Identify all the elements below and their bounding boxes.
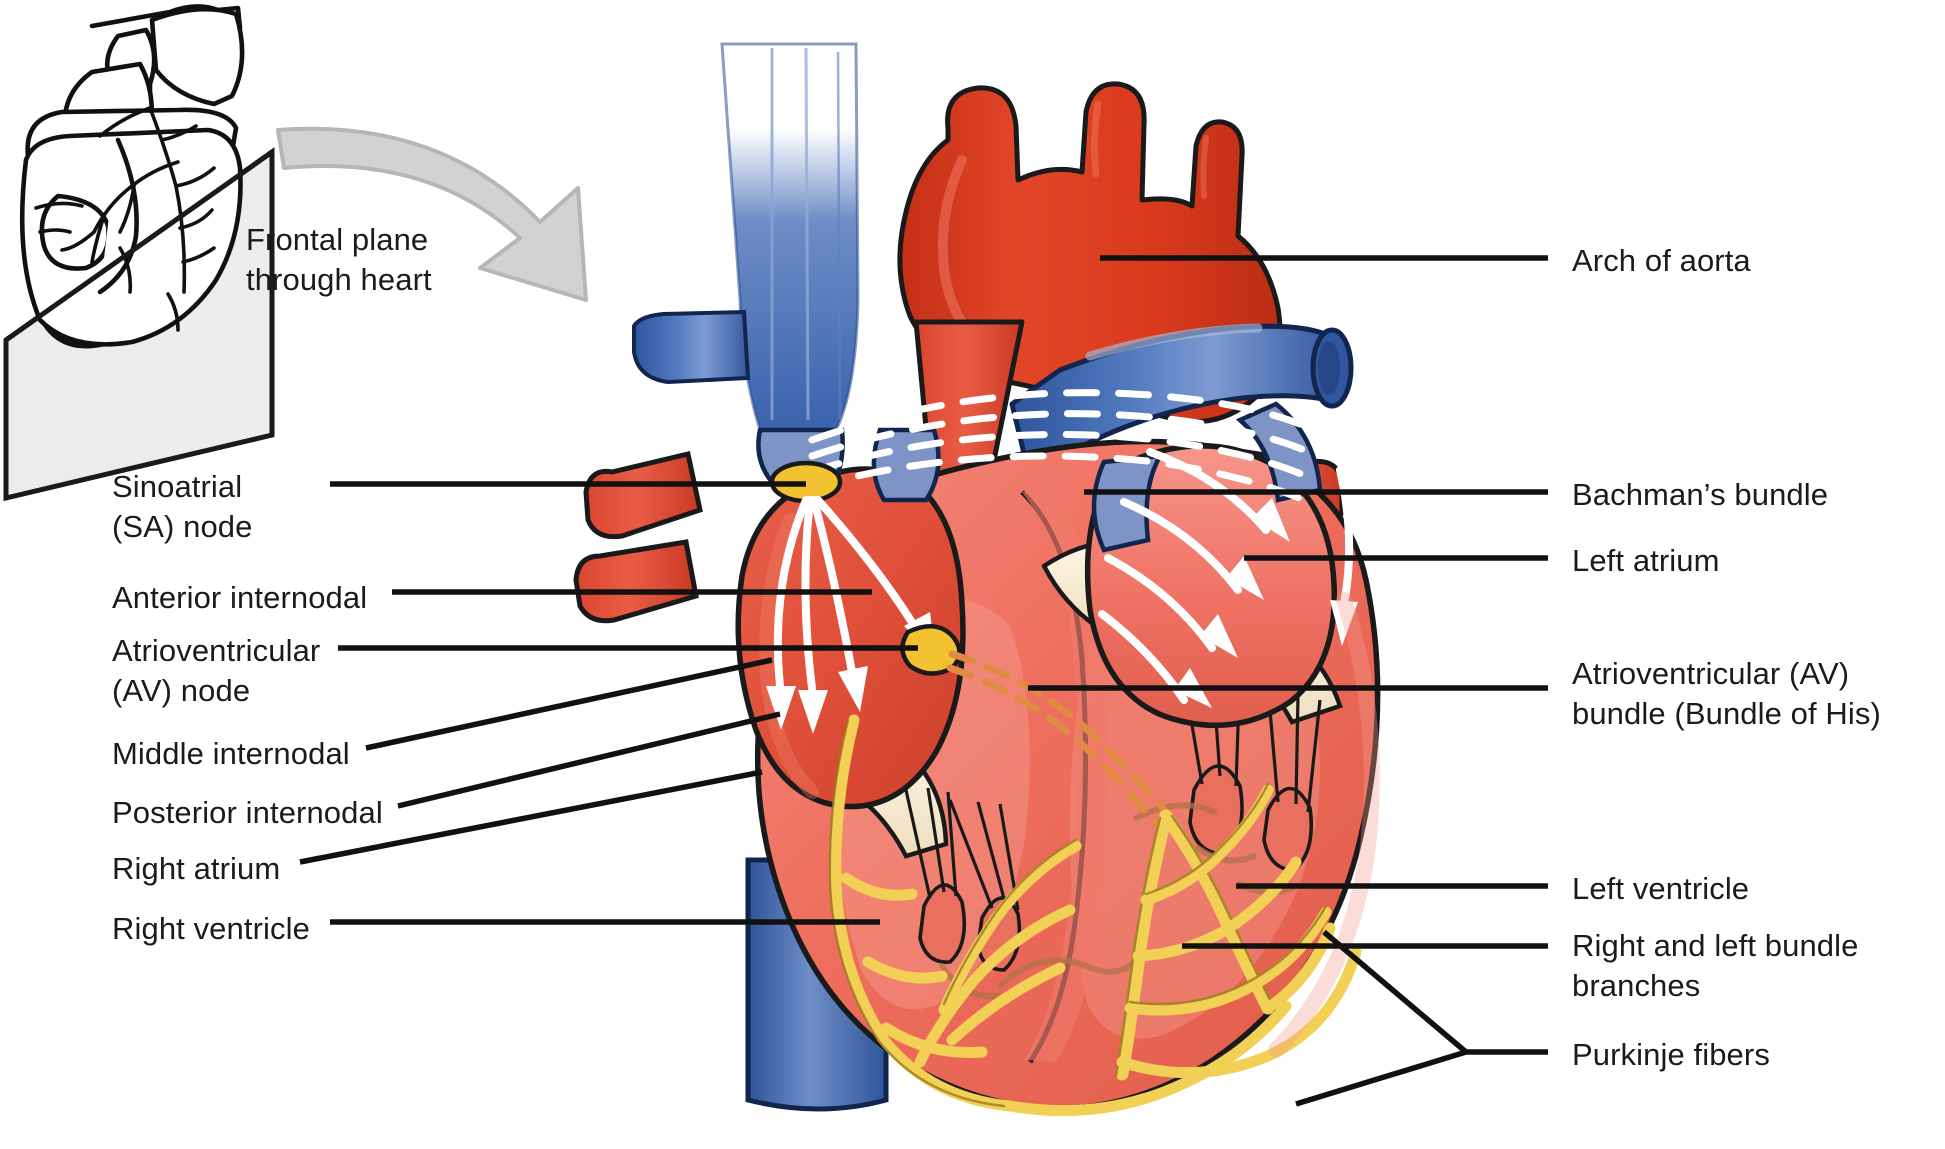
label-purkinje-fibers: Purkinje fibers <box>1572 1037 1770 1072</box>
leader-lines-left <box>299 481 918 925</box>
leader-middle-internodal <box>365 657 773 751</box>
label-bundle-branches: Right and left bundle branches <box>1572 928 1859 1004</box>
right-atrium-outer-arrow <box>1336 466 1354 608</box>
leader-posterior-internodal <box>397 711 781 809</box>
pulmonary-veins-left-stubs <box>573 450 703 624</box>
leader-purkinje-branch-upper <box>1322 929 1468 1055</box>
label-middle-internodal: Middle internodal <box>112 736 350 771</box>
label-left-ventricle: Left ventricle <box>1572 871 1750 906</box>
label-left-atrium: Left atrium <box>1572 543 1720 578</box>
internodal-arrowheads <box>766 612 936 734</box>
bachmans-bundle <box>804 389 1310 504</box>
right-atrium-outer-arrowhead <box>1330 600 1358 646</box>
inset-caption: Frontal plane through heart <box>246 222 432 298</box>
leader-right-atrium <box>299 769 763 865</box>
label-right-ventricle: Right ventricle <box>112 911 310 946</box>
label-av-bundle-his: Atrioventricular (AV) bundle (Bundle of … <box>1572 656 1881 732</box>
purkinje-fibers-outline <box>828 718 1328 1108</box>
av-bundle <box>946 650 1170 830</box>
leader-lines-right <box>1028 255 1548 1107</box>
inset-pointer-arrow <box>276 126 588 302</box>
leader-purkinje-branch-lower <box>1295 1049 1467 1107</box>
lv-wall-highlight <box>1268 592 1380 1058</box>
inset-coronary-vessels <box>34 106 216 332</box>
left-atrium-arrowheads <box>1174 498 1290 708</box>
label-anterior-internodal: Anterior internodal <box>112 580 368 615</box>
label-right-atrium: Right atrium <box>112 851 281 886</box>
label-posterior-internodal: Posterior internodal <box>112 795 383 830</box>
label-arch-of-aorta: Arch of aorta <box>1572 243 1751 278</box>
inset-frontal-plane <box>3 4 275 502</box>
pulmonary-vein-right-stub <box>632 309 751 385</box>
label-bachmans-bundle: Bachman’s bundle <box>1572 477 1829 512</box>
label-sinoatrial-node: Sinoatrial (SA) node <box>112 469 253 545</box>
label-atrioventricular-node: Atrioventricular (AV) node <box>112 633 321 709</box>
